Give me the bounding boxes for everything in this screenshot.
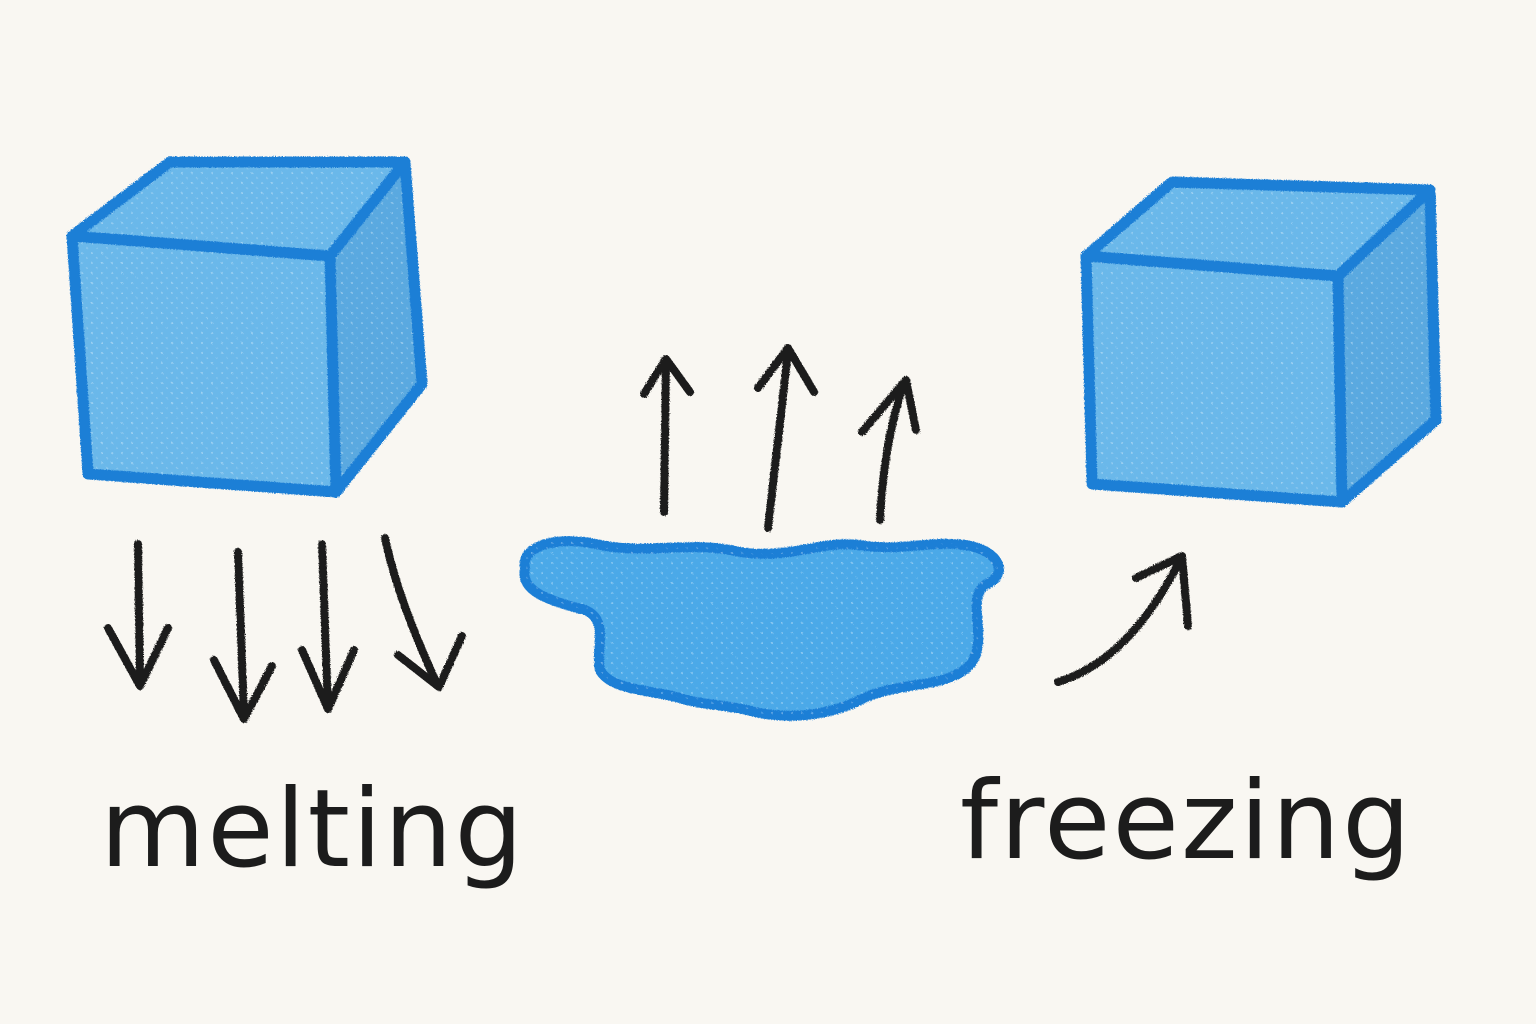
down-arrow-icon	[210, 548, 276, 723]
freezing-label: freezing	[960, 759, 1413, 884]
melting-arrows	[104, 534, 466, 723]
ice-cube-left-icon	[66, 156, 428, 498]
ice-cube-right-icon	[1080, 176, 1442, 508]
down-arrow-icon	[381, 534, 466, 691]
water-puddle-icon	[519, 536, 1004, 721]
freezing-arrow-icon	[1054, 552, 1192, 686]
up-arrow-icon	[640, 355, 694, 516]
up-arrow-icon	[858, 376, 920, 524]
down-arrow-icon	[104, 540, 172, 690]
down-arrow-icon	[298, 540, 358, 713]
evaporation-arrows	[640, 344, 920, 532]
melting-label: melting	[100, 767, 525, 892]
up-arrow-icon	[754, 344, 818, 532]
